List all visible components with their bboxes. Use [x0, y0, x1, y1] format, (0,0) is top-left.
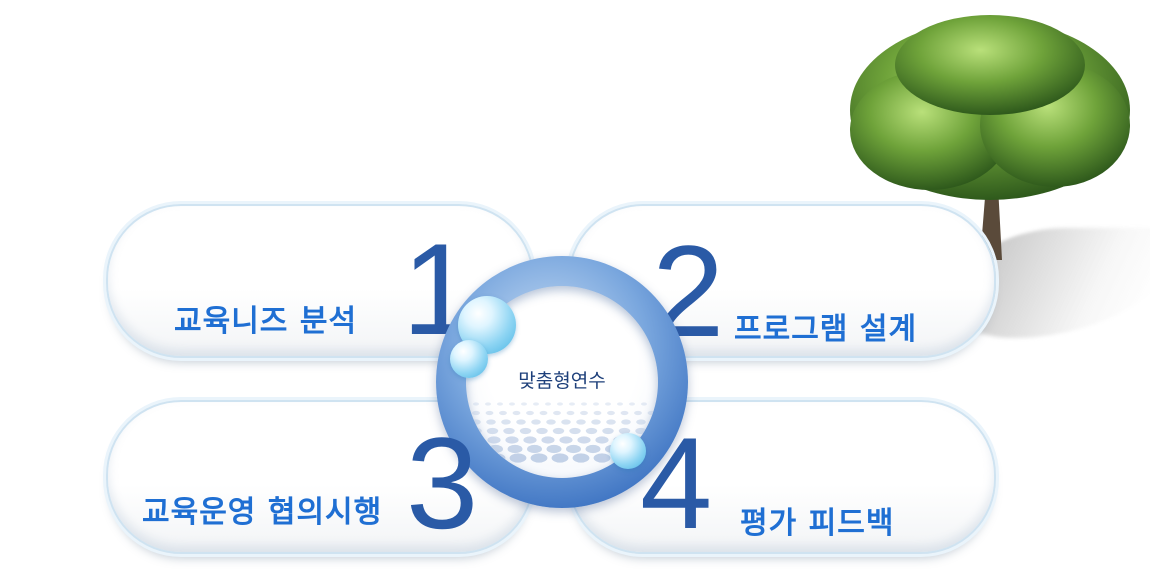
- dot: [509, 453, 527, 463]
- step-3-number: 3: [406, 410, 479, 556]
- step-1-label: 교육니즈 분석: [174, 304, 358, 339]
- dot: [473, 402, 479, 406]
- step-3-label: 교육운영 협의시행: [142, 495, 383, 530]
- dot: [521, 402, 527, 406]
- dot: [541, 436, 555, 444]
- water-bubble-icon: [450, 340, 488, 378]
- dot: [606, 419, 616, 425]
- dot: [469, 436, 483, 444]
- step-4-label: 평가 피드백: [740, 506, 895, 541]
- dot: [467, 453, 485, 463]
- dot: [507, 444, 523, 454]
- dot: [557, 402, 563, 406]
- dot: [499, 410, 507, 416]
- dot: [516, 419, 526, 425]
- dot: [509, 402, 515, 406]
- dot: [488, 453, 506, 463]
- dot: [503, 427, 515, 435]
- dot: [486, 427, 499, 435]
- dot: [523, 436, 537, 444]
- dot: [512, 410, 521, 416]
- dot: [593, 402, 599, 406]
- dot: [468, 444, 484, 454]
- dot: [539, 410, 548, 416]
- dot: [526, 410, 534, 416]
- dot: [533, 402, 539, 406]
- dot: [647, 410, 656, 416]
- dot: [536, 427, 548, 435]
- dot: [470, 427, 482, 435]
- dot: [577, 436, 591, 444]
- dot: [566, 444, 581, 454]
- dot: [644, 444, 658, 454]
- dot: [546, 419, 556, 425]
- dot: [593, 410, 602, 416]
- dot: [617, 402, 623, 406]
- dot: [641, 402, 647, 406]
- dot: [519, 427, 532, 435]
- dot: [551, 453, 569, 463]
- dot: [635, 427, 647, 435]
- dot: [605, 402, 611, 406]
- dot: [531, 419, 541, 425]
- dot: [505, 436, 519, 444]
- dot: [559, 436, 573, 444]
- dot: [581, 402, 587, 406]
- dot: [593, 453, 611, 463]
- dot: [569, 427, 581, 435]
- dot: [572, 453, 590, 463]
- dot: [487, 436, 501, 444]
- dot: [488, 444, 503, 454]
- dot: [621, 419, 631, 425]
- dot: [585, 444, 601, 454]
- dot: [629, 402, 635, 406]
- dot: [585, 427, 598, 435]
- dot: [471, 419, 481, 425]
- dot: [595, 436, 609, 444]
- dot: [620, 410, 629, 416]
- center-label: 맞춤형연수: [518, 370, 606, 392]
- dot: [569, 402, 575, 406]
- step-4-number: 4: [640, 410, 713, 556]
- tree-illustration: [850, 15, 1130, 260]
- dot: [501, 419, 511, 425]
- dot: [497, 402, 503, 406]
- dot: [530, 453, 548, 463]
- dot: [636, 419, 646, 425]
- water-bubble-icon: [610, 433, 646, 469]
- dot: [527, 444, 542, 454]
- dot: [591, 419, 601, 425]
- dot: [566, 410, 575, 416]
- dot: [546, 444, 562, 454]
- dot: [552, 427, 565, 435]
- dot: [486, 419, 496, 425]
- dot: [485, 410, 494, 416]
- dot: [561, 419, 571, 425]
- dot: [580, 410, 588, 416]
- dot: [472, 410, 480, 416]
- dot: [545, 402, 551, 406]
- dot: [553, 410, 561, 416]
- step-2-label: 프로그램 설계: [734, 312, 918, 347]
- dot: [607, 410, 615, 416]
- dot: [634, 410, 642, 416]
- dot: [485, 402, 491, 406]
- dot: [576, 419, 586, 425]
- dot: [618, 427, 631, 435]
- dot: [602, 427, 614, 435]
